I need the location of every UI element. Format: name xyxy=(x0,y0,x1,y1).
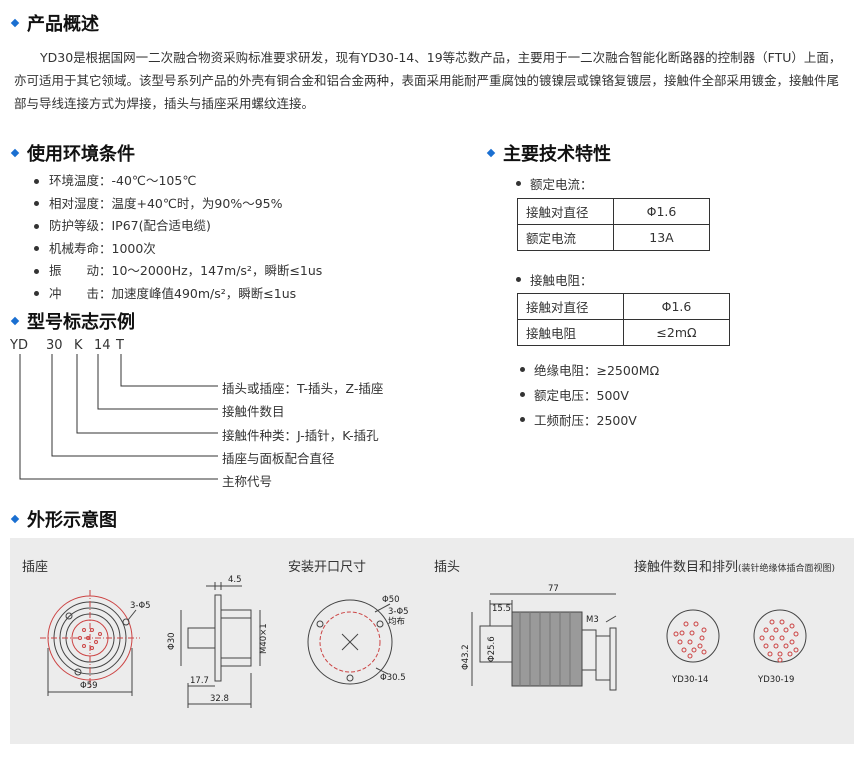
list-item: 振 动：10～2000Hz，147m/s²，瞬断≤1us xyxy=(34,260,322,283)
bullet-icon xyxy=(34,246,39,252)
diamond-bullet-icon xyxy=(486,148,496,158)
dim-socket-phi30: Φ30 xyxy=(167,632,177,650)
table-cell: 13A xyxy=(613,224,710,251)
bullet-icon xyxy=(520,367,525,372)
layout-14-view xyxy=(666,609,720,663)
diamond-bullet-icon xyxy=(10,148,20,158)
layout-14-label: YD30-14 xyxy=(671,675,708,685)
table-cell: Φ1.6 xyxy=(623,293,730,320)
section-title: 使用环境条件 xyxy=(27,144,135,165)
diamond-bullet-icon xyxy=(10,316,20,326)
dim-socket-17-7: 17.7 xyxy=(190,676,209,686)
code-part-yd: YD xyxy=(10,338,28,353)
contact-resistance-heading: 接触电阻： xyxy=(516,270,593,289)
plug-title: 插头 xyxy=(434,560,461,575)
dim-cutout-phi30-5: Φ30.5 xyxy=(380,673,406,683)
section-heading-tech: 主要技术特性 xyxy=(486,140,611,166)
bullet-icon xyxy=(34,178,39,184)
dim-plug-15-5: 15.5 xyxy=(492,604,511,614)
layout-note: (装针绝缘体插合面视图) xyxy=(738,564,836,574)
table-cell: 接触对直径 xyxy=(517,293,624,320)
dim-cutout-holes: 3-Φ5 xyxy=(388,607,409,617)
bullet-icon xyxy=(520,417,525,422)
bullet-icon xyxy=(34,291,39,297)
list-item: 冲 击：加速度峰值490m/s²，瞬断≤1us xyxy=(34,283,322,306)
bullet-icon xyxy=(34,268,39,274)
dim-plug-length: 77 xyxy=(548,584,559,594)
contact-resistance-table: 接触对直径 Φ1.6 接触电阻 ≤2mΩ xyxy=(517,293,730,346)
code-part-30: 30 xyxy=(46,338,63,353)
environment-list: 环境温度：-40℃～105℃ 相对湿度：温度+40℃时，为90%～95% 防护等… xyxy=(34,170,322,305)
bullet-icon xyxy=(520,392,525,397)
socket-title: 插座 xyxy=(22,560,49,575)
plug-side-view xyxy=(471,593,617,691)
layout-title: 接触件数目和排列(装针绝缘体插合面视图) xyxy=(634,560,836,575)
table-cell: 接触对直径 xyxy=(517,198,614,225)
intro-paragraph: YD30是根据国网一二次融合物资采购标准要求研发，现有YD30-14、19等芯数… xyxy=(14,50,842,111)
section-heading-model: 型号标志示例 xyxy=(10,308,135,334)
list-item: 相对湿度：温度+40℃时，为90%～95% xyxy=(34,193,322,216)
dim-socket-diameter: Φ59 xyxy=(80,681,98,691)
section-heading-environment: 使用环境条件 xyxy=(10,140,135,166)
table-cell: 接触电阻 xyxy=(517,319,624,346)
bullet-icon xyxy=(516,181,521,186)
drawing-panel: 插座 安装开口尺寸 插头 接触件数目和排列(装针绝缘体插合面视图) xyxy=(10,538,854,744)
layout-19-view xyxy=(753,609,807,663)
diamond-bullet-icon xyxy=(10,18,20,28)
socket-front-view xyxy=(40,590,140,696)
model-leader-lines xyxy=(19,354,218,480)
dim-cutout-phi50: Φ50 xyxy=(382,595,400,605)
model-label-contact-type: 接触件种类：J-插针，K-插孔 xyxy=(222,428,379,443)
code-part-t: T xyxy=(116,338,124,353)
dim-cutout-even: 均布 xyxy=(388,616,405,627)
withstand-voltage: 工频耐压：2500V xyxy=(520,410,637,429)
code-part-k: K xyxy=(74,338,83,353)
dim-socket-32-8: 32.8 xyxy=(210,694,229,704)
table-row: 接触对直径 Φ1.6 xyxy=(517,293,730,320)
table-row: 额定电流 13A xyxy=(517,224,710,251)
bullet-icon xyxy=(34,201,39,207)
code-part-14: 14 xyxy=(94,338,111,353)
rated-voltage: 额定电压：500V xyxy=(520,385,629,404)
model-label-contact-count: 接触件数目 xyxy=(222,404,285,419)
dim-plug-phi43-2: Φ43.2 xyxy=(461,644,471,670)
table-row: 接触对直径 Φ1.6 xyxy=(517,198,710,225)
dim-socket-thread: M40×1 xyxy=(259,623,269,654)
cutout-title: 安装开口尺寸 xyxy=(288,560,367,575)
table-cell: 额定电流 xyxy=(517,224,614,251)
model-label-plug-socket: 插头或插座：T-插头，Z-插座 xyxy=(222,381,384,396)
bullet-icon xyxy=(516,277,521,282)
model-label-diameter: 插座与面板配合直径 xyxy=(222,451,335,466)
insulation-resistance: 绝缘电阻：≥2500MΩ xyxy=(520,360,659,379)
dim-socket-flange: 4.5 xyxy=(228,575,242,585)
table-cell: ≤2mΩ xyxy=(623,319,730,346)
rated-current-table: 接触对直径 Φ1.6 额定电流 13A xyxy=(517,198,710,251)
diamond-bullet-icon xyxy=(10,514,20,524)
list-item: 机械寿命：1000次 xyxy=(34,238,322,261)
layout-19-label: YD30-19 xyxy=(757,675,794,685)
list-item: 环境温度：-40℃～105℃ xyxy=(34,170,322,193)
rated-current-heading: 额定电流： xyxy=(516,174,593,193)
dim-plug-m3: M3 xyxy=(586,615,599,625)
model-label-main-code: 主称代号 xyxy=(222,474,273,489)
section-title: 产品概述 xyxy=(27,14,99,35)
section-title: 型号标志示例 xyxy=(27,312,135,333)
table-row: 接触电阻 ≤2mΩ xyxy=(517,319,730,346)
dim-plug-phi25-6: Φ25.6 xyxy=(487,636,497,662)
table-cell: Φ1.6 xyxy=(613,198,710,225)
section-title: 外形示意图 xyxy=(27,510,117,531)
cutout-view xyxy=(307,599,393,685)
section-heading-overview: 产品概述 xyxy=(10,10,99,36)
dim-socket-holes: 3-Φ5 xyxy=(130,601,151,611)
section-heading-drawing: 外形示意图 xyxy=(10,506,117,532)
section-title: 主要技术特性 xyxy=(503,144,611,165)
list-item: 防护等级：IP67(配合适电缆) xyxy=(34,215,322,238)
outline-drawings: 3-Φ5 Φ59 4.5 Φ30 M40×1 17.7 32.8 Φ50 3-Φ… xyxy=(40,575,807,708)
socket-side-view xyxy=(180,582,261,708)
bullet-icon xyxy=(34,223,39,229)
